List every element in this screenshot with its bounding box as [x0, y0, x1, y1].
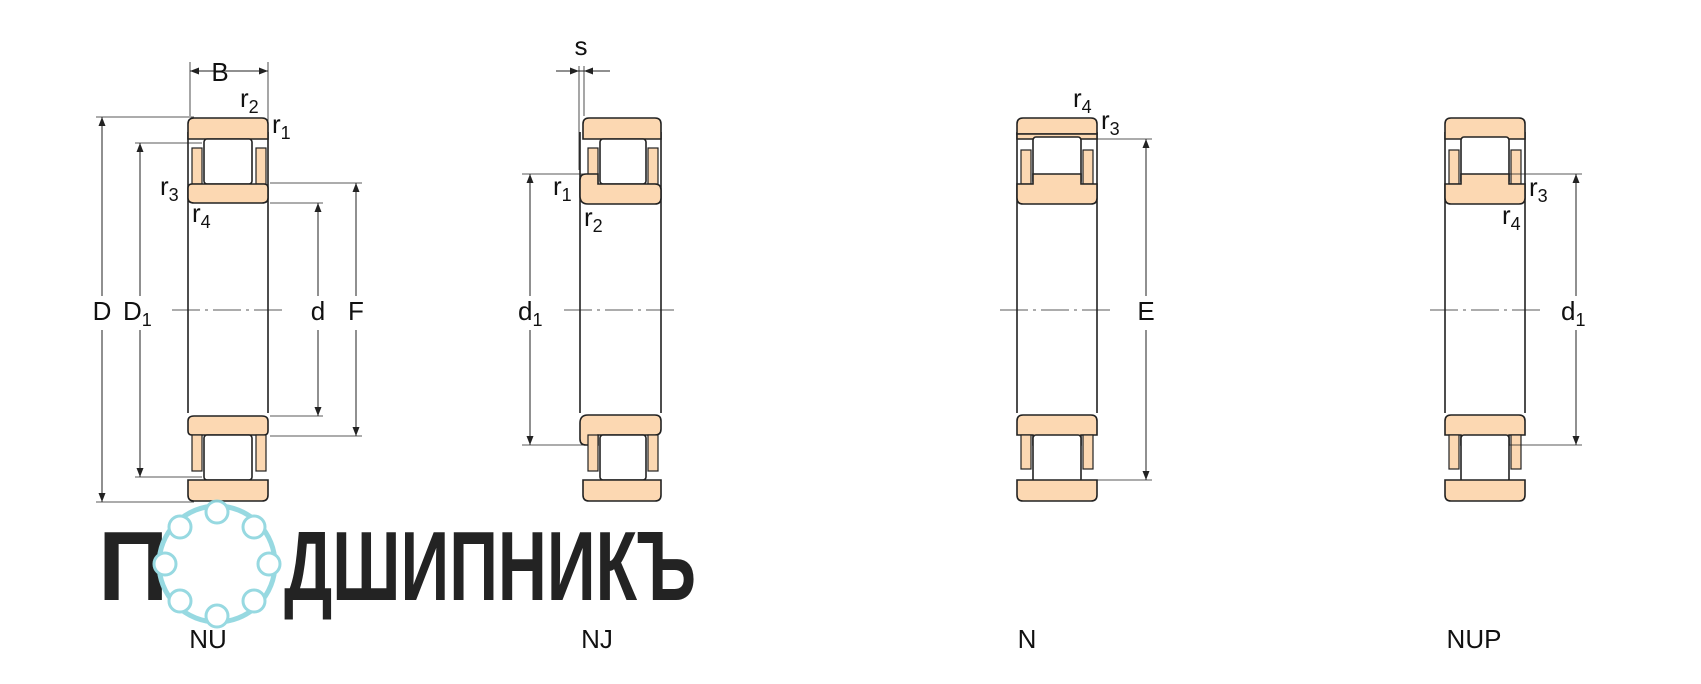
label-b: B — [211, 57, 228, 87]
label-f: F — [348, 296, 364, 326]
caption-nj: NJ — [581, 624, 613, 654]
label-s: s — [575, 31, 588, 61]
label-nu-r3: r3 — [160, 171, 179, 205]
label-d1-main: D — [123, 296, 142, 326]
bearing-nup: d1 r3 r4 NUP — [1430, 117, 1585, 654]
label-d-bore: d — [311, 296, 325, 326]
bearing-n: E r4 r3 N — [1000, 83, 1155, 654]
caption-nup: NUP — [1447, 624, 1502, 654]
label-nu-r1: r1 — [272, 109, 291, 143]
label-nj-r2: r2 — [584, 202, 603, 236]
caption-n: N — [1018, 624, 1037, 654]
label-n-r4: r4 — [1073, 83, 1092, 117]
label-nj-r1: r1 — [553, 171, 572, 205]
label-n-r3: r3 — [1101, 105, 1120, 139]
label-nj-d1: d1 — [518, 296, 542, 330]
label-d1: D1 — [123, 296, 152, 330]
caption-nu: NU — [189, 624, 227, 654]
label-d1-sub: 1 — [142, 310, 152, 330]
bearing-nj: s d1 r1 r2 NJ — [518, 31, 676, 654]
watermark-text: ДШИПНИКЪ — [284, 511, 696, 621]
label-nu-r4: r4 — [192, 198, 211, 232]
watermark-bearing-icon — [152, 499, 282, 629]
label-nup-r4: r4 — [1502, 200, 1521, 234]
label-nu-r2: r2 — [240, 83, 259, 117]
bearing-nu: B D D1 d F r2 r1 r3 r4 NU — [93, 57, 364, 654]
label-nup-r3: r3 — [1529, 172, 1548, 206]
label-e: E — [1137, 296, 1154, 326]
watermark-logo: П ДШИПНИКЪ — [98, 499, 696, 629]
label-d-outer: D — [93, 296, 112, 326]
label-nup-d1: d1 — [1561, 296, 1585, 330]
